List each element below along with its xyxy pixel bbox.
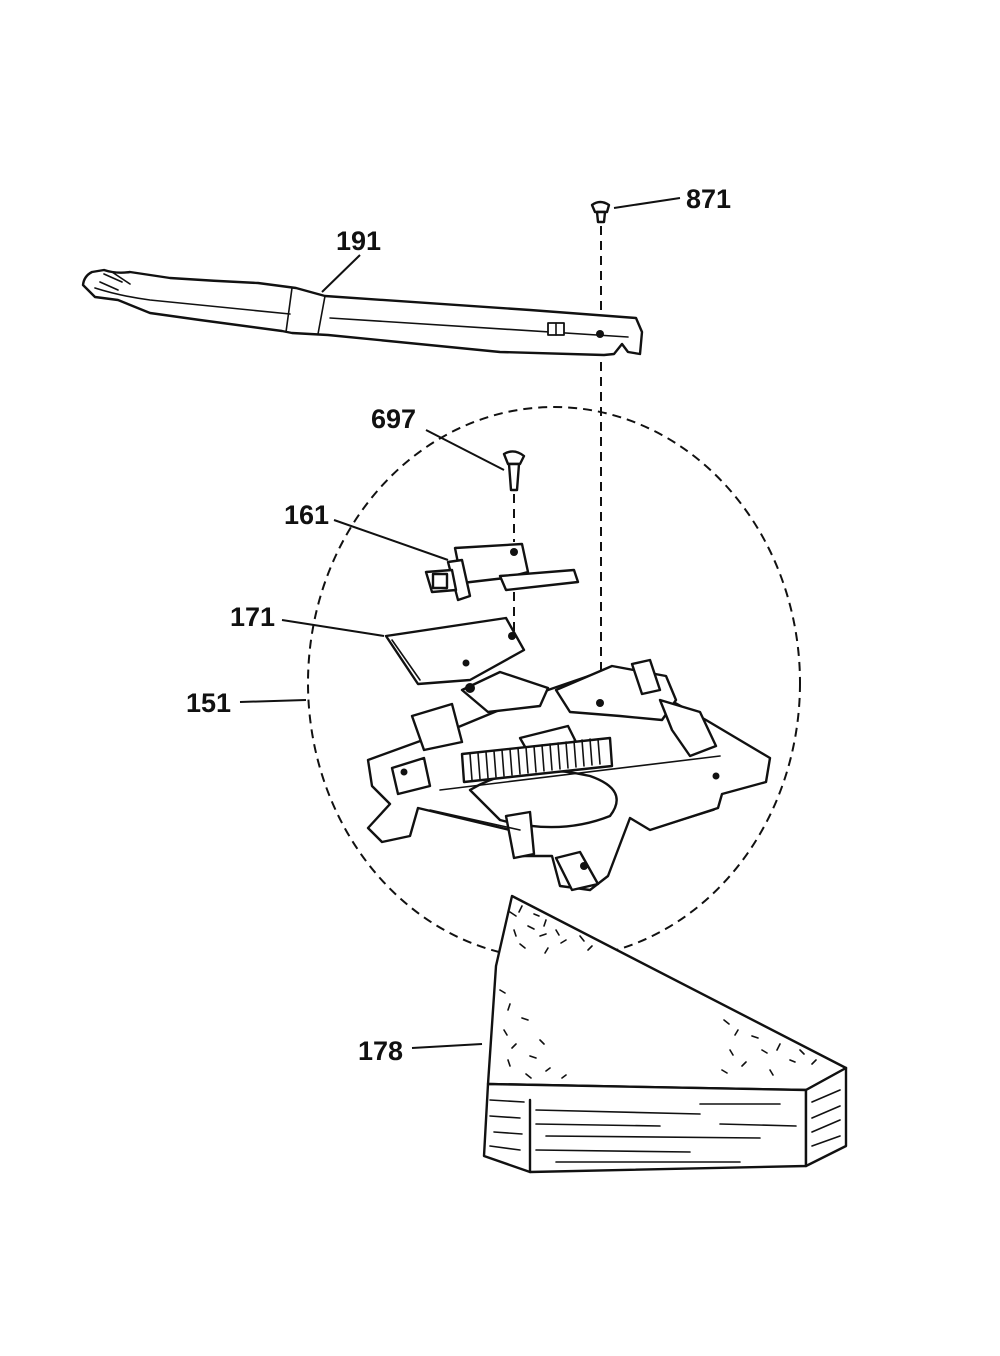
latch-assembly-icon [366,658,772,892]
callout-178: 178 [358,1036,403,1066]
leader-191 [321,254,361,293]
microswitch-161-icon [424,542,580,602]
callout-191: 191 [336,226,381,256]
callout-697: 697 [371,404,416,434]
callout-151: 151 [186,688,231,718]
shield-plate-171-icon [384,616,526,686]
callout-871: 871 [686,184,731,214]
callout-171: 171 [230,602,275,632]
screw-871-icon [590,200,611,224]
leader-871 [613,197,681,209]
leader-697 [425,429,505,471]
leader-151 [239,699,307,703]
screw-697-icon [502,450,526,492]
leader-161 [333,519,449,561]
leader-178 [411,1043,483,1049]
latch-handle-191-icon [81,268,644,357]
assembly-boundary [307,406,801,960]
callout-161: 161 [284,500,329,530]
spring-icon [460,736,614,784]
leader-171 [281,619,385,637]
insulation-block-178-icon [482,894,848,1174]
